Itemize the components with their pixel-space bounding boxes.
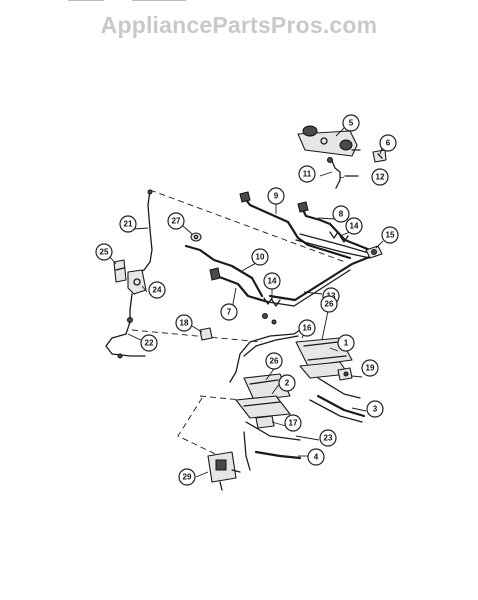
callout-7: 7	[220, 303, 238, 321]
svg-text:21: 21	[124, 220, 133, 229]
svg-text:8: 8	[339, 210, 344, 219]
callout-22: 22	[140, 334, 158, 352]
clip-part-18	[199, 327, 213, 341]
svg-text:3: 3	[373, 405, 378, 414]
leader-lines	[109, 127, 384, 478]
callout-9: 9	[267, 187, 285, 205]
clip-part-6	[372, 149, 387, 163]
flex-tube-part-16	[229, 329, 301, 383]
igniter-part-19	[337, 367, 353, 381]
svg-text:22: 22	[145, 339, 154, 348]
tubes-part-7-10	[184, 244, 277, 325]
svg-text:25: 25	[100, 248, 109, 257]
svg-text:26: 26	[270, 357, 279, 366]
callout-6: 6	[379, 134, 397, 152]
svg-text:11: 11	[303, 170, 312, 179]
svg-text:29: 29	[183, 473, 192, 482]
pilot-tube-part-4	[254, 450, 302, 460]
svg-text:16: 16	[303, 324, 312, 333]
svg-text:24: 24	[153, 286, 162, 295]
callout-25: 25	[95, 243, 113, 261]
callout-2: 2	[278, 374, 296, 392]
callout-27: 27	[167, 212, 185, 230]
svg-text:17: 17	[289, 419, 298, 428]
svg-text:12: 12	[376, 173, 385, 182]
svg-text:6: 6	[386, 139, 391, 148]
orifice-part-15	[365, 245, 383, 259]
callout-21: 21	[119, 215, 137, 233]
bracket-part-17	[255, 415, 275, 429]
svg-text:14: 14	[350, 222, 359, 231]
header-rule-left	[68, 0, 104, 1]
callout-24: 24	[148, 281, 166, 299]
callout-19: 19	[361, 359, 379, 377]
svg-text:2: 2	[285, 379, 290, 388]
callout-17: 17	[284, 414, 302, 432]
callout-10: 10	[251, 248, 269, 266]
svg-text:26: 26	[325, 300, 334, 309]
callout-8: 8	[332, 205, 350, 223]
callout-3: 3	[366, 400, 384, 418]
callout-15: 15	[381, 226, 399, 244]
svg-text:1: 1	[344, 339, 349, 348]
grommet-part-27	[190, 232, 202, 242]
callout-1: 1	[337, 334, 355, 352]
svg-text:19: 19	[366, 364, 375, 373]
callout-29: 29	[178, 468, 196, 486]
watermark-text: AppliancePartsPros.com	[100, 12, 378, 38]
svg-text:27: 27	[172, 217, 181, 226]
svg-text:23: 23	[324, 434, 333, 443]
svg-text:9: 9	[274, 192, 279, 201]
clips-part-14	[263, 231, 349, 307]
capillary-part-21	[139, 189, 153, 273]
bracket-part-25	[113, 259, 127, 283]
rod-part-23	[243, 421, 301, 471]
svg-text:4: 4	[314, 453, 319, 462]
gas-valve-part-29	[207, 451, 241, 491]
header-rule-right	[132, 0, 186, 1]
callout-14a: 14	[345, 217, 363, 235]
callout-26a: 26	[320, 295, 338, 313]
svg-text:10: 10	[256, 253, 265, 262]
burner-tube-part-3	[309, 394, 366, 423]
callout-23: 23	[319, 429, 337, 447]
svg-text:7: 7	[227, 308, 232, 317]
callout-16: 16	[298, 319, 316, 337]
callout-18: 18	[175, 314, 193, 332]
gas-line-part-22	[105, 317, 146, 359]
svg-text:18: 18	[180, 319, 189, 328]
callout-4: 4	[307, 448, 325, 466]
callout-5: 5	[342, 114, 360, 132]
callout-26b: 26	[265, 352, 283, 370]
burner-part-2	[235, 373, 291, 419]
callout-14b: 14	[263, 272, 281, 290]
spark-wire-part-11-12	[327, 157, 359, 189]
valve-block-part-5	[297, 125, 361, 157]
svg-text:5: 5	[349, 119, 354, 128]
thermostat-part-24	[127, 269, 147, 323]
svg-text:15: 15	[386, 231, 395, 240]
manifold-tubes-part-8-9-13	[239, 191, 374, 307]
callout-12: 12	[371, 168, 389, 186]
callout-11: 11	[298, 165, 316, 183]
svg-text:14: 14	[268, 277, 277, 286]
